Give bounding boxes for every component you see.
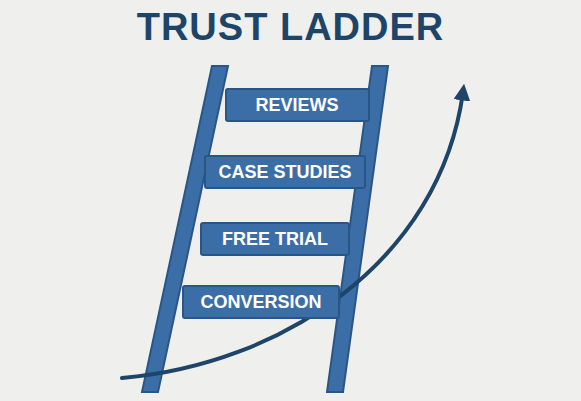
ladder-rung: CONVERSION <box>182 285 340 319</box>
ladder-rung: REVIEWS <box>225 88 370 122</box>
rung-label: CONVERSION <box>200 292 321 313</box>
rung-label: REVIEWS <box>255 95 338 116</box>
growth-arrow <box>122 92 463 378</box>
ladder-rung: FREE TRIAL <box>200 222 350 256</box>
rung-label: CASE STUDIES <box>218 162 351 183</box>
ladder-rung: CASE STUDIES <box>204 155 366 189</box>
rung-label: FREE TRIAL <box>222 229 328 250</box>
diagram-title: TRUST LADDER <box>0 6 581 49</box>
